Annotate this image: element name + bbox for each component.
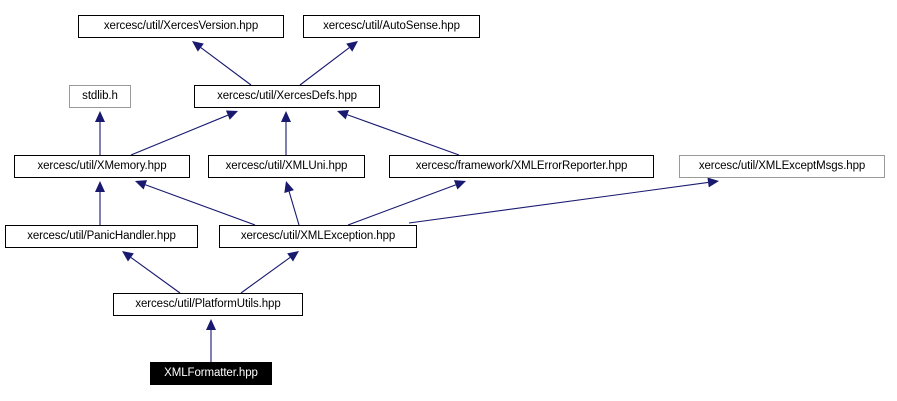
node-xmlexceptmsgs[interactable]: xercesc/util/XMLExceptMsgs.hpp — [679, 155, 885, 178]
edge-platformutils-to-panichandler — [122, 251, 181, 294]
node-xmemory[interactable]: xercesc/util/XMemory.hpp — [14, 155, 190, 178]
edge-xmlexception-to-xmlexceptmsgs — [408, 177, 719, 224]
edge-xmemory-to-xercesdefs — [130, 110, 238, 156]
node-xmluni[interactable]: xercesc/util/XMLUni.hpp — [208, 155, 365, 178]
edge-xercesdefs-to-autosense — [299, 41, 358, 86]
edge-panichandler-to-xmemory — [95, 181, 105, 225]
edge-xmluni-to-xercesdefs — [281, 111, 291, 155]
node-platformutils[interactable]: xercesc/util/PlatformUtils.hpp — [113, 293, 303, 316]
edge-xmemory-to-stdlib — [95, 111, 105, 155]
node-xercesversion[interactable]: xercesc/util/XercesVersion.hpp — [78, 15, 284, 38]
edge-xmlexception-to-xmlerrorreporter — [347, 180, 466, 226]
edge-xmlformatter-to-platformutils — [206, 319, 216, 362]
node-autosense[interactable]: xercesc/util/AutoSense.hpp — [303, 15, 480, 38]
node-xmlerrorreporter[interactable]: xercesc/framework/XMLErrorReporter.hpp — [389, 155, 654, 178]
edge-xmlexception-to-xmemory — [135, 180, 256, 226]
node-xmlexception[interactable]: xercesc/util/XMLException.hpp — [219, 225, 417, 248]
edge-xmlerrorreporter-to-xercesdefs — [337, 110, 460, 156]
node-stdlib[interactable]: stdlib.h — [69, 85, 131, 108]
edge-platformutils-to-xmlexception — [240, 251, 299, 294]
node-panichandler[interactable]: xercesc/util/PanicHandler.hpp — [5, 225, 198, 248]
node-xmlformatter[interactable]: XMLFormatter.hpp — [150, 362, 272, 385]
node-xercesdefs[interactable]: xercesc/util/XercesDefs.hpp — [194, 85, 380, 108]
edge-xercesdefs-to-xercesversion — [192, 41, 252, 86]
edge-xmlexception-to-xmluni — [284, 181, 300, 226]
